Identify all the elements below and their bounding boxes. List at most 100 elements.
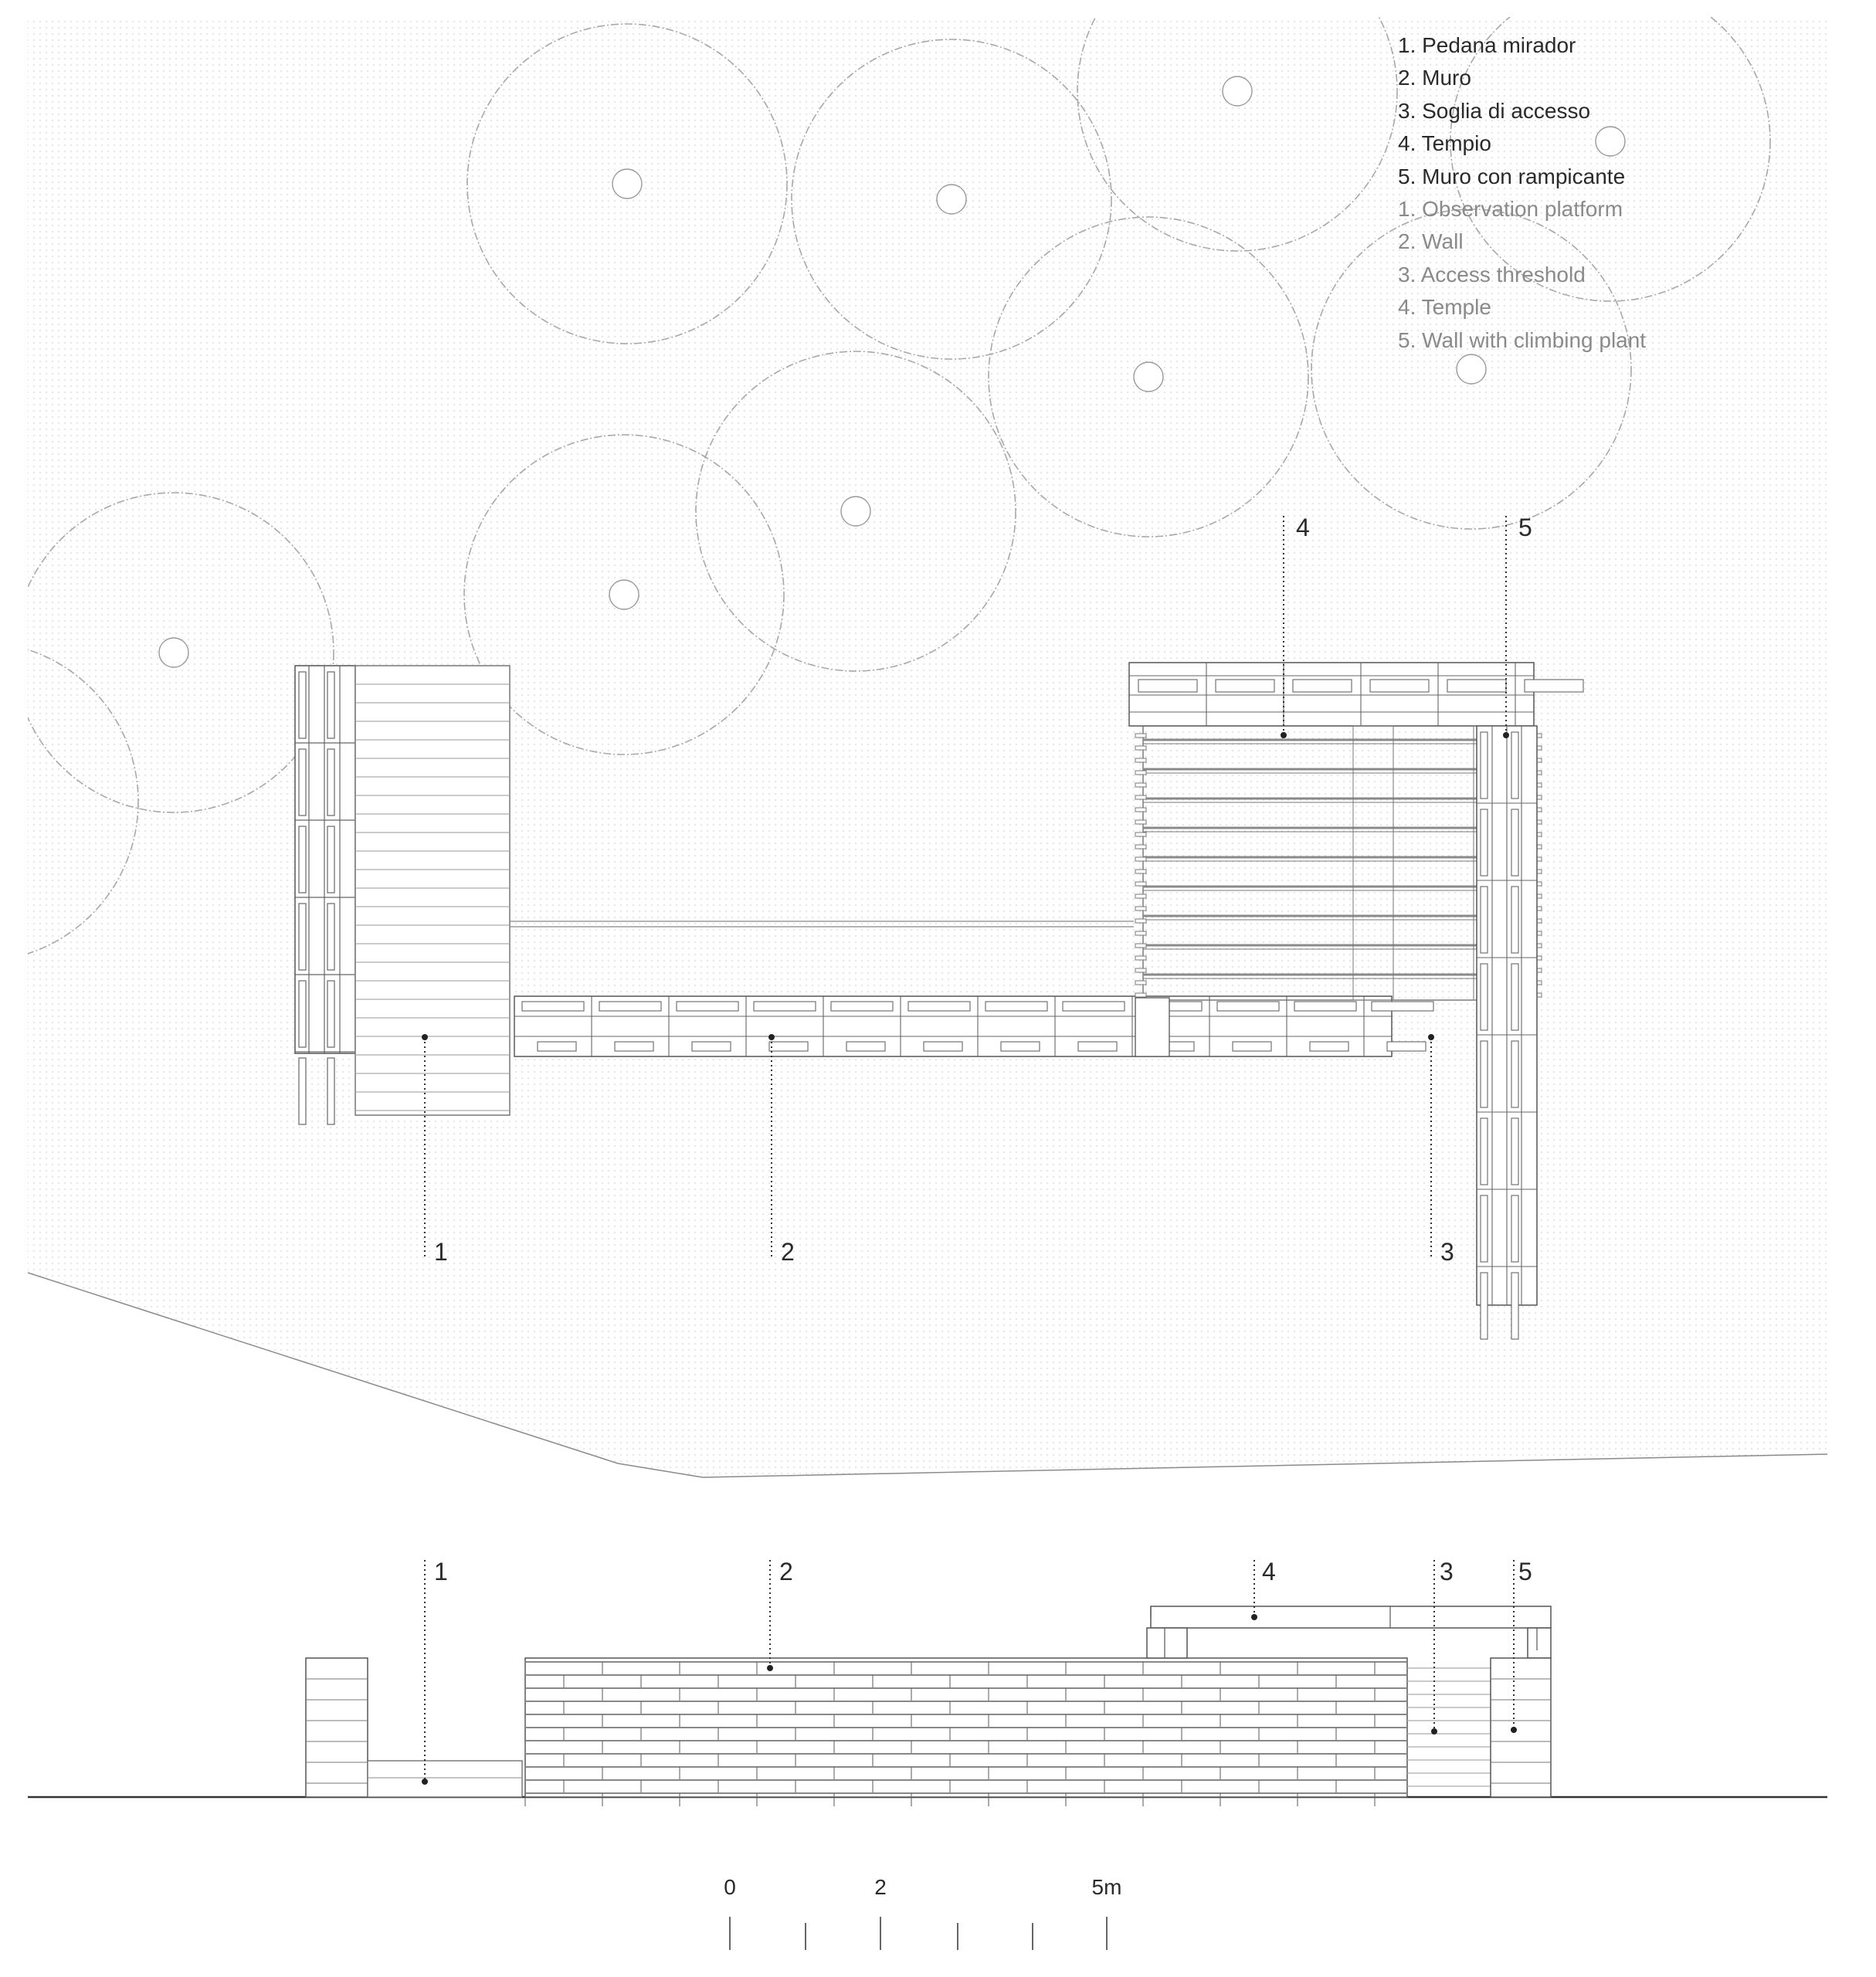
plan-view xyxy=(294,662,1584,1340)
scale-label-2: 2 xyxy=(874,1875,887,1899)
temple-pin xyxy=(1135,758,1147,763)
stack-block xyxy=(327,903,335,971)
temple-pin xyxy=(1135,906,1147,911)
wall-block xyxy=(1371,1001,1434,1012)
temple-block xyxy=(1524,679,1584,693)
wall-block xyxy=(1077,1041,1118,1052)
temple-pin xyxy=(1135,807,1147,812)
elevation-view xyxy=(28,1606,1827,1806)
temple-pin xyxy=(1135,881,1147,887)
legend-item-en-2: 2. Wall xyxy=(1398,229,1464,254)
stack-block xyxy=(1511,731,1519,799)
tree-canopy xyxy=(1077,17,1398,252)
wall-block xyxy=(614,1041,654,1052)
tree-canopy xyxy=(1311,209,1632,530)
legend-item-it-4: 4. Tempio xyxy=(1398,131,1491,156)
wall-block xyxy=(1386,1041,1427,1052)
temple-pin xyxy=(1135,980,1147,985)
temple-pin xyxy=(1135,733,1147,738)
stack-block xyxy=(1480,731,1488,799)
wall-block xyxy=(1309,1041,1349,1052)
elevation-callout-3: 3 xyxy=(1440,1558,1454,1585)
tree-trunk xyxy=(1456,354,1487,385)
elevation-platform xyxy=(367,1760,523,1798)
temple-pin xyxy=(1135,968,1147,973)
stack-block xyxy=(1511,1195,1519,1263)
wall-block xyxy=(676,1001,739,1012)
tree-canopy xyxy=(791,39,1112,360)
temple-pin xyxy=(1135,894,1147,899)
tree-canopy xyxy=(463,434,785,755)
elevation-callout-1: 1 xyxy=(434,1558,448,1585)
wall-block xyxy=(1216,1001,1280,1012)
plan-callout-2: 2 xyxy=(781,1238,795,1266)
elevation-right-stack xyxy=(1490,1657,1552,1798)
temple-pin xyxy=(1135,943,1147,948)
elevation-wall xyxy=(524,1657,1408,1806)
elevation-callout-4: 4 xyxy=(1262,1558,1276,1585)
stack-block xyxy=(1480,1117,1488,1185)
tree-canopy xyxy=(695,351,1016,672)
temple-pin xyxy=(1135,770,1147,775)
temple-block xyxy=(1138,679,1198,693)
stack-block xyxy=(298,671,307,739)
tree-canopy xyxy=(466,23,788,344)
plan-callout-1: 1 xyxy=(434,1238,448,1266)
tree-trunk xyxy=(1222,76,1253,107)
wall-block xyxy=(985,1001,1048,1012)
tree-trunk xyxy=(158,637,189,668)
temple-pin xyxy=(1135,931,1147,936)
temple-pin xyxy=(1135,844,1147,849)
wall-block xyxy=(1000,1041,1040,1052)
tree-trunk xyxy=(609,579,639,610)
temple-block xyxy=(1292,679,1352,693)
stack-block xyxy=(327,748,335,816)
temple-pin xyxy=(1135,918,1147,924)
plan-callout-4: 4 xyxy=(1296,514,1310,541)
stack-block xyxy=(327,826,335,894)
wall-block xyxy=(753,1001,816,1012)
wall-block xyxy=(1294,1001,1357,1012)
scale-label-0: 0 xyxy=(724,1875,736,1899)
elevation-callouts xyxy=(424,1560,1515,1782)
tree-trunk xyxy=(1595,126,1626,157)
temple-post xyxy=(1352,725,1394,1001)
elevation-callout-5: 5 xyxy=(1518,1558,1532,1585)
stack-block xyxy=(1511,809,1519,877)
temple-pin xyxy=(1135,832,1147,837)
access-strip-plan xyxy=(510,921,1134,927)
temple-block xyxy=(1369,679,1430,693)
temple-pin xyxy=(1135,856,1147,862)
tree-trunk xyxy=(612,168,643,199)
wall-block xyxy=(599,1001,662,1012)
legend-item-it-3: 3. Soglia di accesso xyxy=(1398,98,1591,123)
site-boundary-line xyxy=(27,1272,1828,1478)
tree-canopy xyxy=(28,492,334,813)
stack-block xyxy=(298,1057,307,1125)
stack-block xyxy=(1480,1272,1488,1340)
wall-block xyxy=(691,1041,731,1052)
scale-label-5m: 5m xyxy=(1092,1875,1122,1899)
temple-pin xyxy=(1135,955,1147,961)
legend-item-it-2: 2. Muro xyxy=(1398,66,1471,90)
wall-block xyxy=(521,1001,585,1012)
stack-block xyxy=(327,980,335,1048)
elevation-threshold xyxy=(1407,1667,1491,1787)
temple-block xyxy=(1215,679,1275,693)
temple-pin xyxy=(1135,745,1147,751)
elevation-callout-2: 2 xyxy=(779,1558,793,1585)
wall-block xyxy=(537,1041,577,1052)
temple-pin xyxy=(1135,992,1147,998)
stack-block xyxy=(1511,1040,1519,1108)
stack-block xyxy=(1511,963,1519,1031)
temple-pin xyxy=(1135,795,1147,800)
legend-item-en-1: 1. Observation platform xyxy=(1398,197,1623,222)
wall-block xyxy=(768,1041,809,1052)
stack-block xyxy=(298,748,307,816)
stack-block xyxy=(1480,809,1488,877)
temple-pin xyxy=(1135,819,1147,825)
climbing-plant-wall-plan xyxy=(1476,725,1538,1340)
wall-plan xyxy=(514,995,1434,1057)
